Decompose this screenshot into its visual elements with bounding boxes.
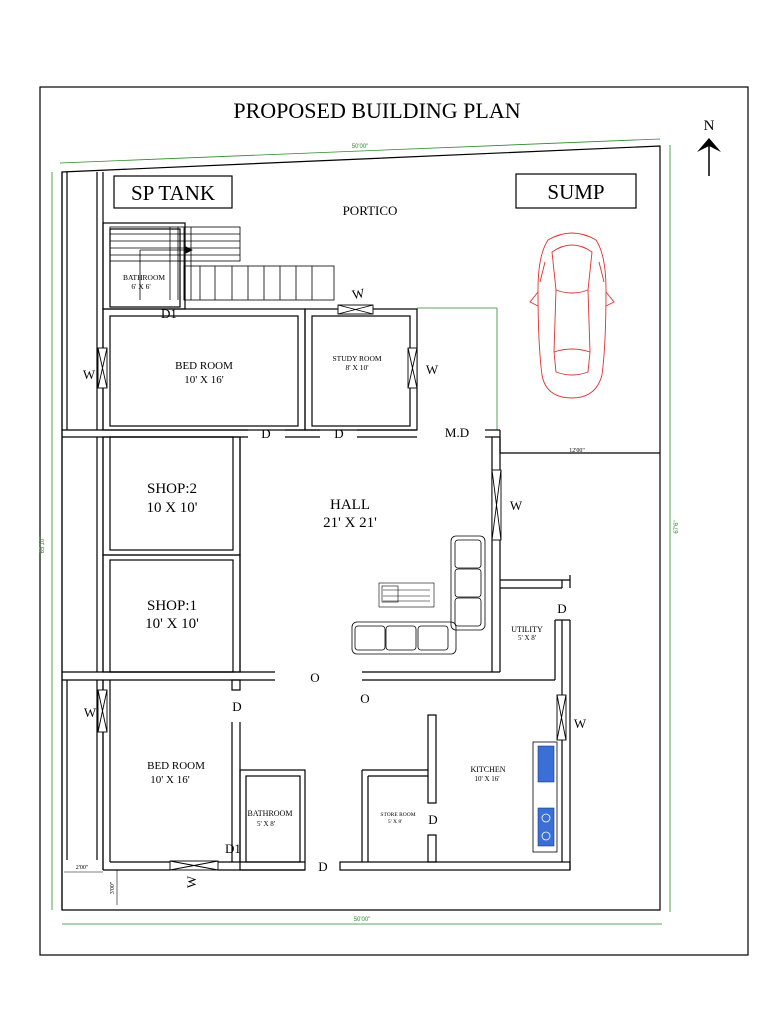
bathroom-bottom-label: BATHROOM	[248, 809, 293, 818]
dim-corner-a: 2'00"	[76, 865, 89, 871]
door-mark-d1-bottom: D1	[225, 841, 241, 856]
window-mark-hall: W	[510, 498, 523, 513]
door-mark-bedroom-bottom: D	[232, 699, 241, 714]
shop1-label: SHOP:1	[147, 598, 197, 614]
bedroom-top-size: 10' X 16'	[184, 374, 223, 386]
sump-label: SUMP	[547, 180, 604, 204]
door-mark-utility: D	[557, 601, 566, 616]
sink-icon	[537, 745, 555, 783]
window-mark-bedroom-bottom: W	[84, 705, 97, 720]
kitchen-counter	[532, 741, 558, 853]
coffee-table-icon	[378, 582, 435, 608]
bedroom-top-label: BED ROOM	[175, 360, 233, 372]
study-label: STUDY ROOM	[332, 354, 381, 363]
opening-mark-1: O	[310, 670, 319, 685]
corner-dim-lines	[64, 870, 118, 905]
kitchen-label: KITCHEN	[470, 765, 505, 774]
door-mark-study: D	[334, 426, 343, 441]
dim-corner-b: 3'00"	[110, 881, 116, 894]
bathroom-top-label: BATHROOM	[123, 273, 165, 282]
store-label: STORE ROOM	[380, 812, 415, 818]
car-icon	[529, 232, 615, 399]
staircase	[109, 226, 335, 301]
dim-bottom: 50'00"	[354, 917, 371, 923]
dim-top: 50'00"	[352, 144, 369, 150]
bathroom-bottom-size: 5' X 8'	[257, 820, 275, 828]
door-mark-bedroom-top: D	[261, 426, 270, 441]
sump-box	[515, 173, 637, 209]
door-mark-kitchen: D	[318, 859, 327, 874]
door-mark-d1-top: D1	[161, 306, 177, 321]
bathroom-top-size: 6' X 6'	[131, 282, 151, 291]
north-arrow-icon	[697, 138, 721, 176]
door-mark-store: D	[428, 812, 437, 827]
window-mark-kitchen: W	[574, 716, 587, 731]
hall-size: 21' X 21'	[323, 515, 377, 531]
utility-label: UTILITY	[511, 625, 543, 634]
north-label: N	[704, 118, 715, 134]
sp-tank-label: SP TANK	[131, 181, 215, 205]
window-mark-bedroom-top: W	[83, 367, 96, 382]
opening-mark-2: O	[360, 691, 369, 706]
shop2-label: SHOP:2	[147, 481, 197, 497]
portico-label: PORTICO	[343, 203, 398, 218]
window-mark-study: W	[426, 362, 439, 377]
window-mark-bottom: W	[184, 875, 199, 888]
main-door-mark: M.D	[445, 425, 469, 440]
hall-label: HALL	[330, 497, 370, 513]
sp-tank-box	[113, 175, 233, 209]
bedroom-bottom-label: BED ROOM	[147, 760, 205, 772]
walls	[61, 172, 660, 910]
kitchen-size: 10' X 16'	[474, 775, 499, 783]
dim-left: 65'10"	[40, 537, 46, 554]
bedroom-bottom-size: 10' X 16'	[150, 774, 189, 786]
store-size: 5' X 8'	[388, 819, 402, 825]
window-symbols	[97, 304, 567, 871]
sheet-frame	[39, 86, 749, 956]
dim-portico-width: 12'00"	[569, 448, 585, 454]
study-size: 8' X 10'	[345, 363, 369, 372]
shop2-size: 10 X 10'	[146, 500, 197, 516]
shop1-size: 10' X 10'	[145, 616, 199, 632]
window-mark-top: W	[351, 285, 366, 302]
dim-right: 67'6"	[674, 520, 680, 533]
utility-size: 5' X 8'	[518, 634, 536, 642]
dimension-lines	[51, 138, 671, 925]
sofa-icon	[351, 535, 486, 655]
plan-title: PROPOSED BUILDING PLAN	[233, 98, 520, 123]
